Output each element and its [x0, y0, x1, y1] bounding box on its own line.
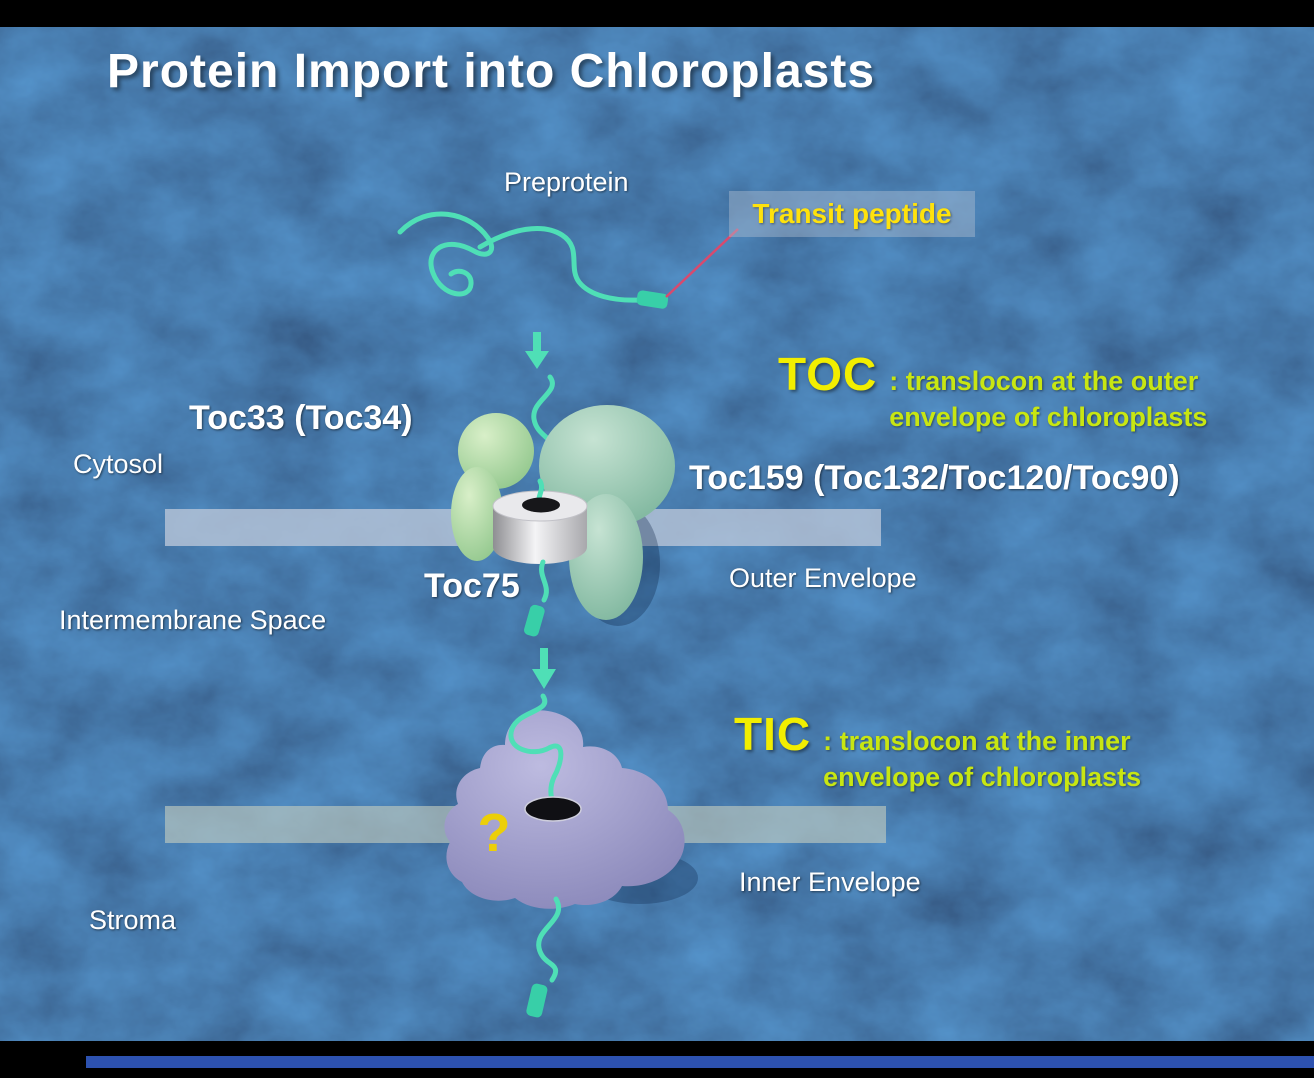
transit-peptide-segment	[636, 290, 669, 309]
cytosol-label: Cytosol	[73, 449, 164, 479]
toc-desc-line1: : translocon at the outer	[889, 366, 1199, 396]
toc75-channel	[492, 478, 588, 564]
outer-envelope-label: Outer Envelope	[729, 563, 917, 593]
inner-envelope-label: Inner Envelope	[739, 867, 921, 897]
toc159-label: Toc159 (Toc132/Toc120/Toc90)	[689, 459, 1180, 497]
down-arrow-icon	[525, 332, 549, 369]
preprotein-label: Preprotein	[504, 167, 629, 197]
page-title: Protein Import into Chloroplasts	[107, 45, 876, 98]
tic-abbr: TIC	[734, 708, 812, 760]
transit-peptide-label: Transit peptide	[729, 191, 975, 237]
top-border-bar	[0, 0, 1314, 27]
tic-legend: TIC : translocon at the inner envelope o…	[734, 711, 1141, 795]
bottom-blue-stripe	[86, 1056, 1314, 1068]
tic-desc-line1: : translocon at the inner	[823, 726, 1131, 756]
tic-strand	[508, 693, 564, 808]
toc-desc-line2: envelope of chloroplasts	[889, 402, 1208, 432]
transit-peptide-label-text: Transit peptide	[752, 198, 952, 229]
preprotein-squiggle	[397, 211, 495, 297]
pointer-line	[665, 228, 739, 298]
toc-legend: TOC : translocon at the outer envelope o…	[778, 351, 1207, 435]
preprotein-strand	[477, 226, 642, 303]
tic-desc-line2: envelope of chloroplasts	[823, 762, 1142, 792]
unknown-channel-question: ?	[478, 803, 511, 863]
stroma-label: Stroma	[89, 905, 177, 935]
cleaved-transit-segment	[524, 604, 545, 637]
tic-pore	[524, 796, 582, 822]
toc33-label: Toc33 (Toc34)	[189, 399, 413, 437]
intermembrane-space-label: Intermembrane Space	[59, 605, 327, 635]
toc75-pore	[522, 497, 560, 513]
toc-strand-lower	[539, 559, 549, 603]
toc-abbr: TOC	[778, 348, 878, 400]
stromal-strand	[536, 896, 561, 983]
toc75-label: Toc75	[424, 567, 520, 605]
down-arrow-icon	[532, 648, 556, 689]
toc33-blob	[451, 413, 534, 561]
stromal-transit-segment	[526, 983, 548, 1018]
bottom-border-bar	[0, 1041, 1314, 1078]
